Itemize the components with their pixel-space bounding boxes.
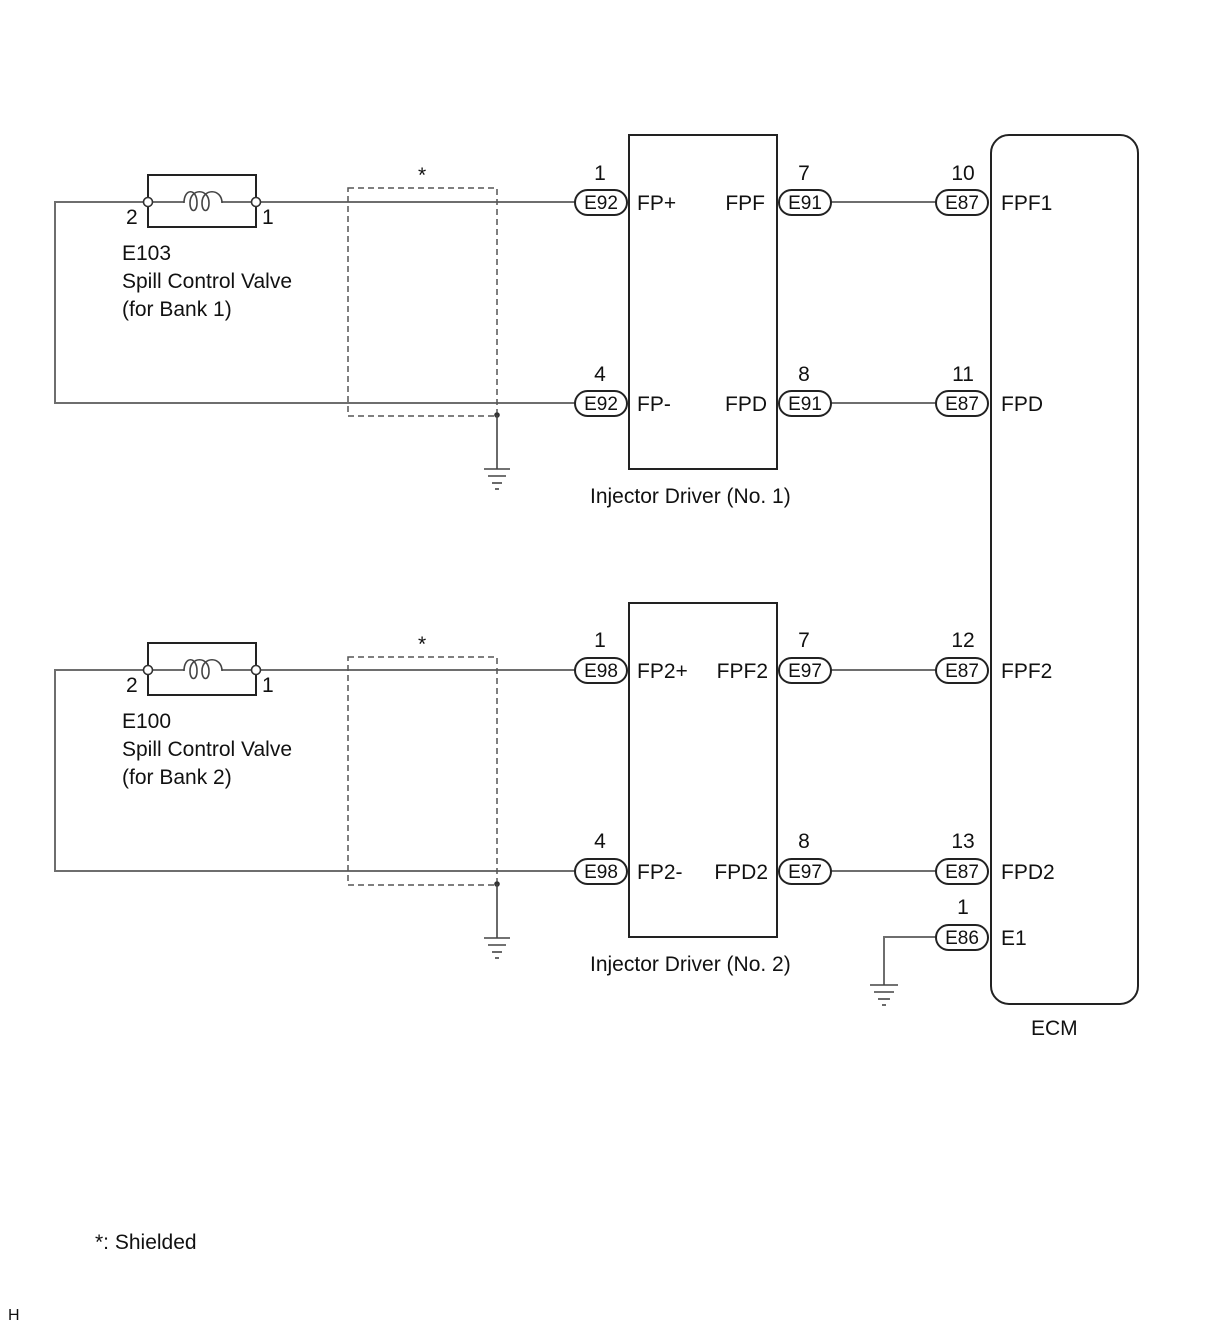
- legend-shielded: *: Shielded: [95, 1231, 197, 1254]
- shield-mark-2: *: [418, 633, 426, 656]
- bank1-circuit: 2 1 E103 Spill Control Valve (for Bank 1…: [54, 134, 936, 508]
- connector-e98-bot: [574, 858, 628, 885]
- driver1-out-bot-pin: 8: [798, 363, 810, 386]
- connector-e91-bot: [778, 390, 832, 417]
- connector-e86: [935, 924, 989, 951]
- ecm-t1-pin: 10: [951, 162, 974, 185]
- ecm-t5-conn: E86: [945, 928, 979, 949]
- connector-e87-2: [935, 390, 989, 417]
- terminal-dot: [250, 664, 262, 676]
- ground-icon: [484, 937, 510, 959]
- connector-e92-bot: [574, 390, 628, 417]
- valve2-pin-left: 2: [126, 674, 138, 697]
- valve1-sub: (for Bank 1): [122, 298, 232, 321]
- ecm-t3-term: FPF2: [1001, 660, 1052, 683]
- connector-e97-top: [778, 657, 832, 684]
- shield-mark-1: *: [418, 164, 426, 187]
- ecm-t1-conn: E87: [945, 193, 979, 214]
- driver2-out-top-term: FPF2: [717, 660, 768, 683]
- driver2-in-bot-pin: 4: [594, 830, 606, 853]
- driver2-in-top-term: FP2+: [637, 660, 688, 683]
- driver1-in-top-pin: 1: [594, 162, 606, 185]
- connector-e87-1: [935, 189, 989, 216]
- driver2-out-top-conn: E97: [788, 661, 822, 682]
- ecm-t1-term: FPF1: [1001, 192, 1052, 215]
- ecm-t3-conn: E87: [945, 661, 979, 682]
- ground-icon: [484, 468, 510, 490]
- driver1-out-bot-conn: E91: [788, 394, 822, 415]
- driver1-in-bot-pin: 4: [594, 363, 606, 386]
- corner-mark: H: [8, 1307, 20, 1324]
- terminal-dot: [142, 664, 154, 676]
- coil-icon: [183, 190, 223, 212]
- driver1-out-top-term: FPF: [725, 192, 765, 215]
- driver2-out-top-pin: 7: [798, 629, 810, 652]
- connector-e92-top: [574, 189, 628, 216]
- driver1-in-top-term: FP+: [637, 192, 676, 215]
- ecm-box: [990, 134, 1139, 1005]
- connector-e97-bot: [778, 858, 832, 885]
- ecm-t4-conn: E87: [945, 862, 979, 883]
- wire-e1-ground: [883, 936, 936, 985]
- driver2-in-bot-conn: E98: [584, 862, 618, 883]
- shield-box-2: [347, 656, 498, 886]
- injector-driver-2: [628, 602, 778, 938]
- driver1-out-bot-term: FPD: [725, 393, 767, 416]
- ecm-t5-pin: 1: [957, 896, 969, 919]
- ground-icon: [870, 984, 898, 1006]
- ecm-unit: ECM E87 10 FPF1 E87 11 FPD E87 12 FPF2 E…: [870, 134, 1139, 1040]
- connector-e91-top: [778, 189, 832, 216]
- driver1-in-bot-term: FP-: [637, 393, 671, 416]
- ecm-t4-pin: 13: [951, 830, 974, 853]
- driver2-label: Injector Driver (No. 2): [590, 953, 791, 976]
- driver2-in-top-pin: 1: [594, 629, 606, 652]
- driver2-out-bot-conn: E97: [788, 862, 822, 883]
- valve1-code: E103: [122, 242, 171, 265]
- ecm-t4-term: FPD2: [1001, 861, 1055, 884]
- wire-fp-minus-1: [54, 201, 575, 404]
- ecm-t3-pin: 12: [951, 629, 974, 652]
- coil-icon: [183, 658, 223, 680]
- valve1-name: Spill Control Valve: [122, 270, 292, 293]
- terminal-dot: [142, 196, 154, 208]
- driver1-in-top-conn: E92: [584, 193, 618, 214]
- shield-box-1: [347, 187, 498, 417]
- valve1-pin-right: 1: [262, 206, 274, 229]
- valve2-sub: (for Bank 2): [122, 766, 232, 789]
- valve2-name: Spill Control Valve: [122, 738, 292, 761]
- injector-driver-1: [628, 134, 778, 470]
- driver2-in-top-conn: E98: [584, 661, 618, 682]
- valve2-code: E100: [122, 710, 171, 733]
- driver1-out-top-conn: E91: [788, 193, 822, 214]
- valve2-pin-right: 1: [262, 674, 274, 697]
- wire-fp2-minus: [54, 669, 575, 872]
- driver2-in-bot-term: FP2-: [637, 861, 683, 884]
- ecm-t2-conn: E87: [945, 394, 979, 415]
- driver1-out-top-pin: 7: [798, 162, 810, 185]
- terminal-dot: [250, 196, 262, 208]
- ecm-t2-pin: 11: [952, 363, 974, 386]
- driver2-out-bot-pin: 8: [798, 830, 810, 853]
- ecm-t2-term: FPD: [1001, 393, 1043, 416]
- connector-e98-top: [574, 657, 628, 684]
- connector-e87-4: [935, 858, 989, 885]
- ecm-t5-term: E1: [1001, 927, 1027, 950]
- connector-e87-3: [935, 657, 989, 684]
- driver1-in-bot-conn: E92: [584, 394, 618, 415]
- valve1-pin-left: 2: [126, 206, 138, 229]
- driver2-out-bot-term: FPD2: [714, 861, 768, 884]
- bank2-circuit: 2 1 E100 Spill Control Valve (for Bank 2…: [54, 602, 936, 976]
- ecm-label: ECM: [1031, 1017, 1078, 1040]
- driver1-label: Injector Driver (No. 1): [590, 485, 791, 508]
